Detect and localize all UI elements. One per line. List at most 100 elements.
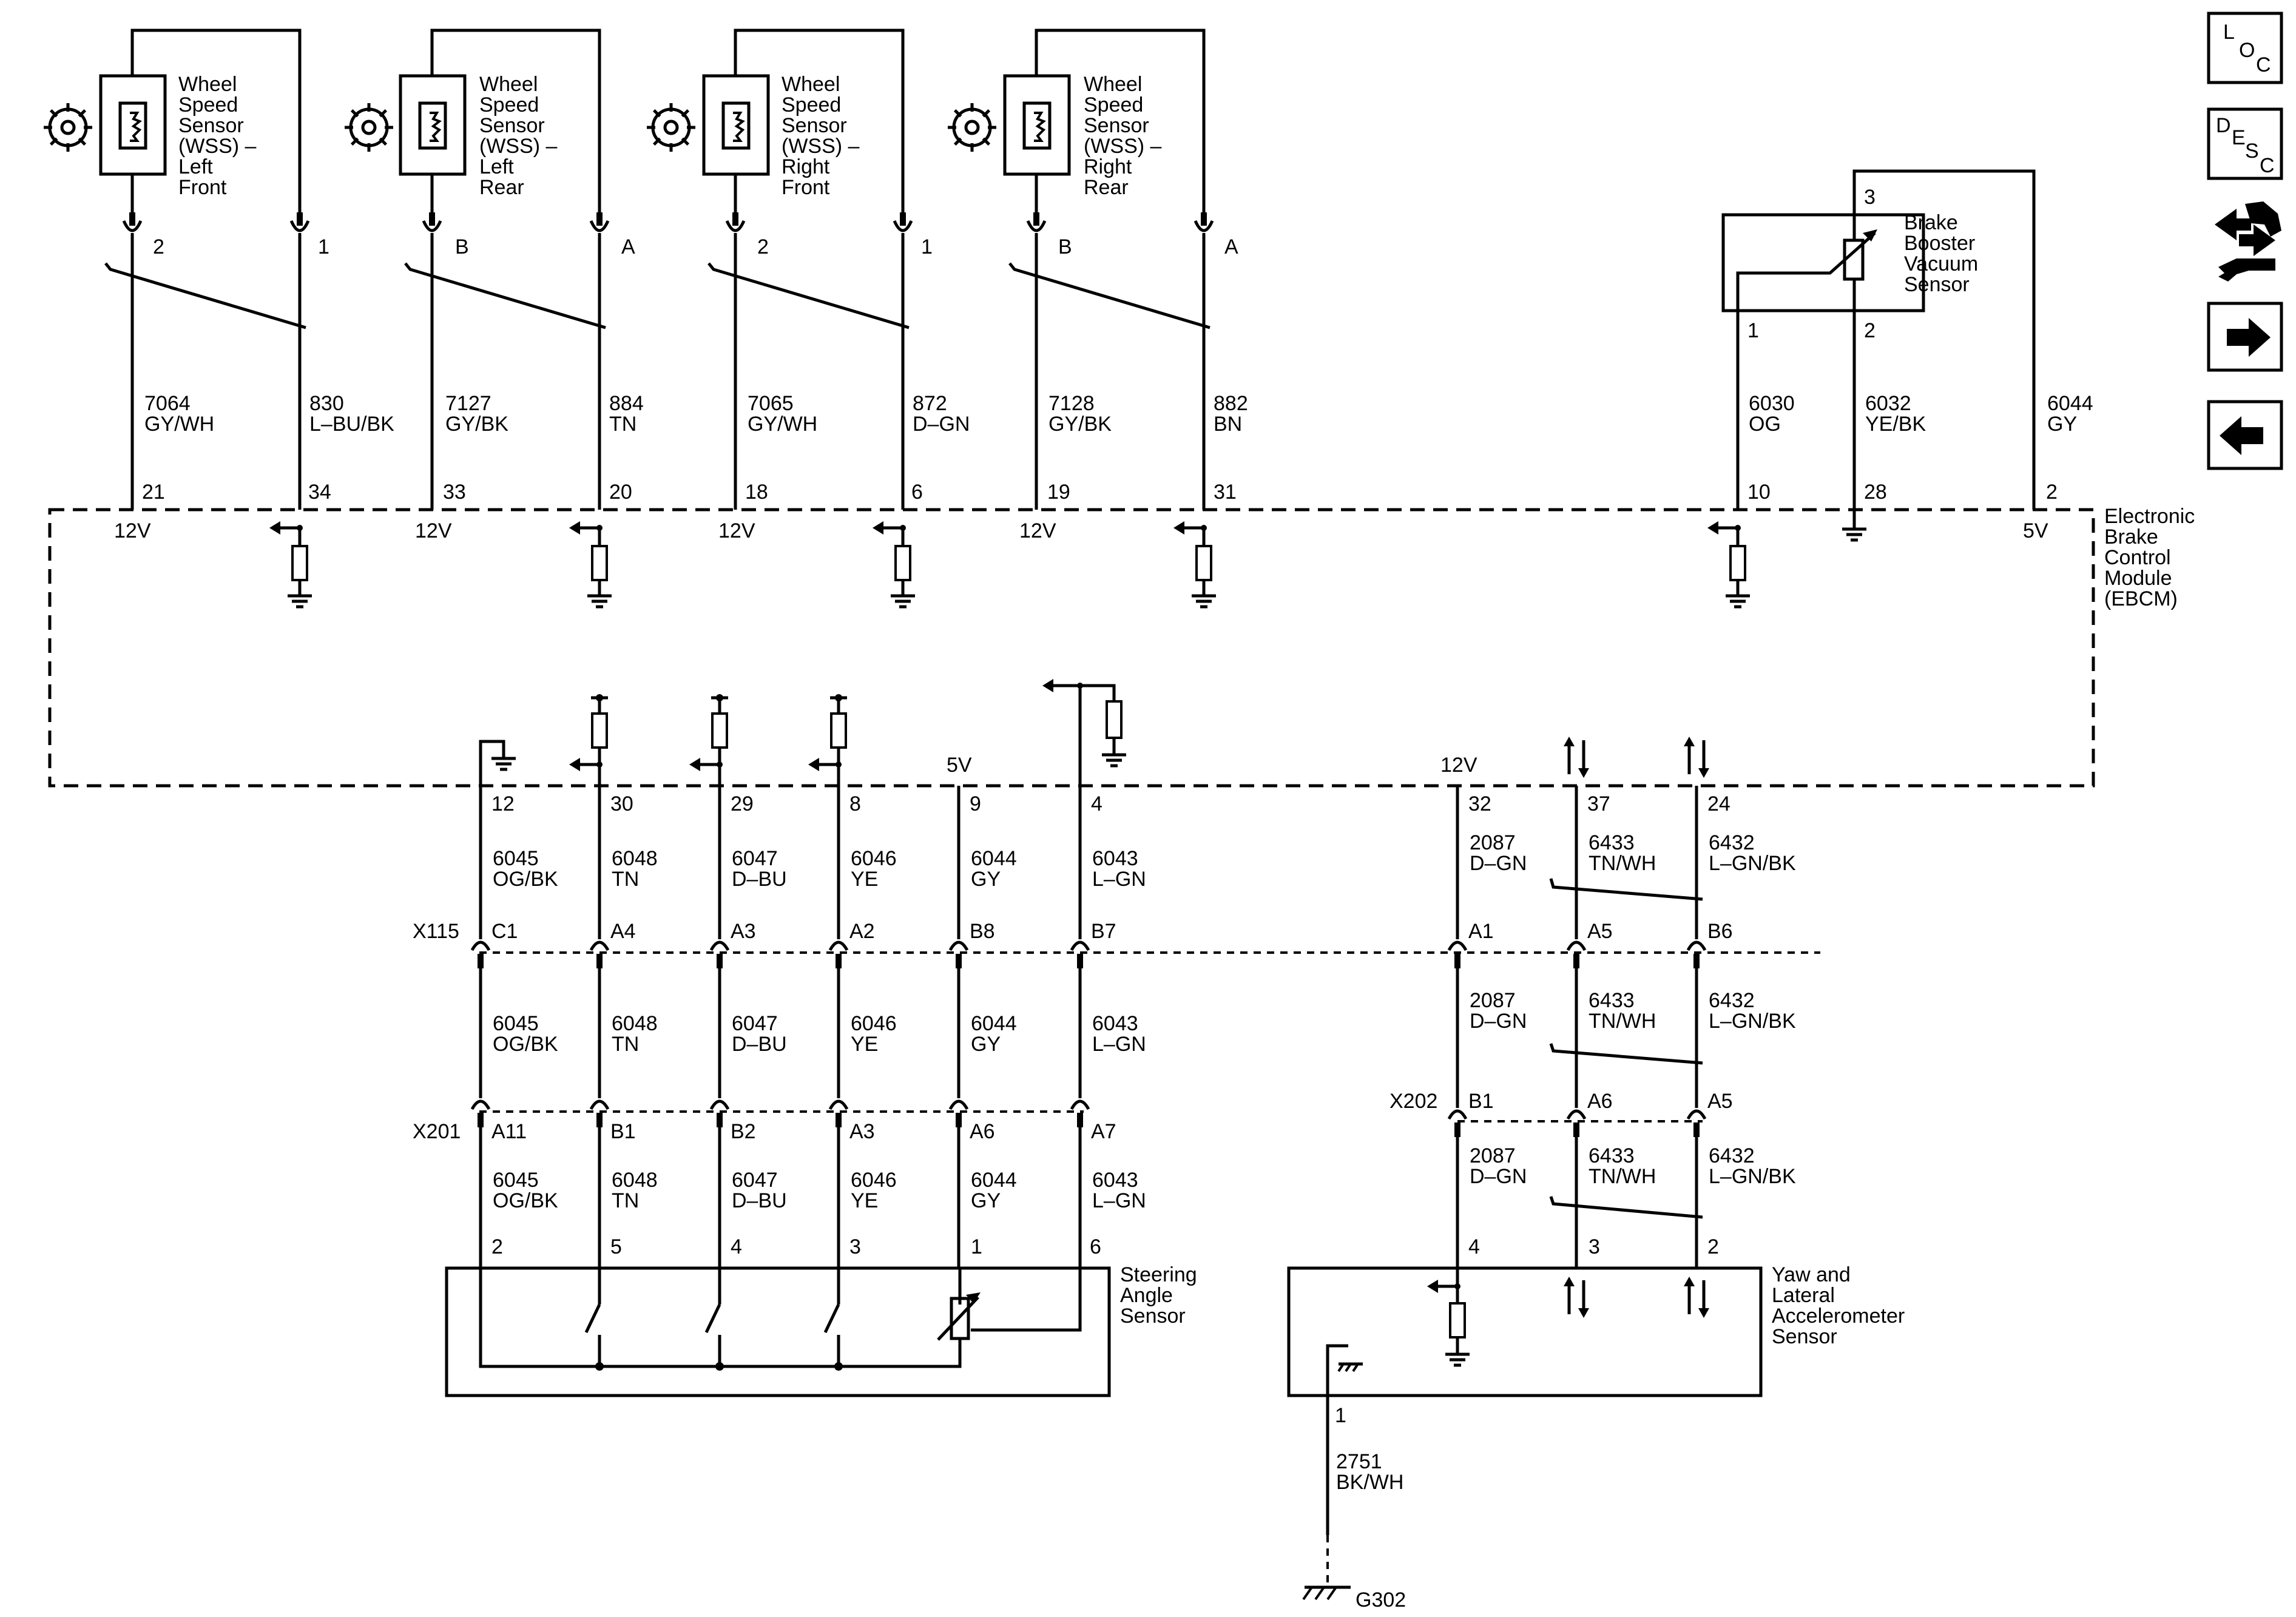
wss-circuit-number: 7128 [1048,392,1095,415]
wiper-arrow-icon [966,1292,981,1303]
inline-connector-pin [478,1113,484,1127]
wss-pickup-coil [721,101,751,150]
inline-connector-pin [596,1113,603,1127]
x201-pin-label: A6 [970,1120,995,1143]
wss-name-line: Front [178,176,227,199]
gear-icon [345,103,393,152]
terminal-cup [893,220,913,232]
steering-signal-internal [1078,684,1116,786]
resistor-icon [894,545,911,581]
x115-pin-label: B7 [1091,920,1116,943]
yaw-circuit-color: L–GN/BK [1709,1165,1796,1188]
x115-connector-label: X115 [413,920,459,943]
wss-name-line: (WSS) – [1084,135,1162,158]
wss-name-line: Speed [1084,93,1143,116]
twisted-pair-marker [1549,1196,1703,1219]
signal-arrow-icon [1707,521,1718,535]
wss-pin-label: 2 [153,235,164,258]
x202-pin-label: A6 [1587,1090,1613,1113]
wss-name-line: Wheel [782,73,840,96]
steering-circuit-number: 6046 [851,1012,897,1035]
steering-circuit-number: 6043 [1092,1012,1138,1035]
wss-name-line: Right [782,155,830,178]
wss-name-line: Right [1084,155,1132,178]
booster-circuit-color: GY [2047,413,2077,436]
x202-connector-label: X202 [1389,1090,1437,1113]
inline-connector-pin [1693,954,1700,968]
next-page-frame[interactable] [2207,302,2283,372]
inline-connector-socket [1070,940,1090,951]
yaw-circuit-color: L–GN/BK [1709,1010,1796,1033]
splice-dot [834,1362,843,1371]
wss-right-rear: Wheel Speed Sensor (WSS) – Right Rear B … [1003,29,1248,542]
resistor-icon [591,712,608,749]
steering-pin-label: 1 [971,1235,982,1258]
ebcm-pin-label: 31 [1214,481,1237,504]
splice-dot [595,1362,604,1371]
yaw-circuit-color: D–GN [1470,852,1527,875]
booster-circuit-number: 6030 [1749,392,1795,415]
wss-pin-label: A [621,235,635,258]
loc-button-frame[interactable] [2207,12,2283,84]
ground-circuit-number: 2751 [1336,1450,1382,1473]
previous-page-button[interactable] [2207,400,2283,470]
wss-name-line: (WSS) – [178,135,257,158]
ebcm-label-line: Module [2104,567,2172,590]
steering-pin-label: 3 [849,1235,861,1258]
desc-button[interactable]: D E S C [2207,107,2283,180]
steering-circuit-number: 6044 [971,1169,1017,1192]
terminal-cup [289,220,310,232]
steering-pin-label: 4 [731,1235,742,1258]
inline-connector-pin [1573,954,1579,968]
inline-connector-socket [828,940,849,951]
loc-letter: C [2256,53,2271,76]
wss-pin-label: B [455,235,469,258]
switch-contact-icon [704,1303,721,1334]
inline-connector-socket [828,1099,849,1110]
desc-button-frame[interactable] [2207,107,2283,180]
wss-name-line: Sensor [1084,114,1149,137]
signal-arrow-icon [808,758,819,771]
yaw-pin-label: 3 [1589,1235,1600,1258]
steering-circuit-number: 6044 [971,1012,1017,1035]
terminal-pin [429,212,435,226]
inline-connector-pin [1693,1122,1700,1137]
next-page-button[interactable] [2207,302,2283,372]
wss-sensor-housing [702,74,770,176]
gear-icon [647,103,695,152]
splice-dot [836,761,842,768]
x115-pin-label: C1 [491,920,518,943]
wss-pin-label: 1 [318,235,329,258]
ebcm-label-line: (EBCM) [2104,587,2178,610]
wss-name-line: Wheel [1084,73,1142,96]
yaw-pin-label: 4 [1468,1235,1480,1258]
yaw-circuit-color: TN/WH [1589,1010,1656,1033]
terminal-pin [1201,212,1207,226]
diagnostic-tools-button[interactable] [2215,201,2281,282]
steering-circuit-number: 6044 [971,847,1017,870]
loc-button[interactable]: L O C [2207,12,2283,84]
yaw-circuit-number: 2087 [1470,831,1516,854]
bidirectional-arrow-icon [1564,1277,1575,1286]
steering-circuit-number: 6047 [732,1012,778,1035]
ground-g302-icon [1302,1586,1337,1601]
wss-circuit-number: 7064 [144,392,191,415]
wss-name-line: Rear [1084,176,1129,199]
wss-circuit-number: 7127 [445,392,491,415]
x201-pin-label: B1 [610,1120,636,1143]
x201-pin-label: A11 [491,1120,527,1143]
x201-pin-label: A7 [1091,1120,1116,1143]
resistor-icon [711,712,728,749]
steering-circuit-color: D–BU [732,1033,787,1056]
terminal-cup [1194,220,1214,232]
wss-circuit-color: TN [609,413,636,436]
steering-wiper [937,1296,979,1341]
connector-wrench-icon [2215,201,2281,282]
loc-letter: O [2239,39,2255,62]
signal-arrow-icon [1427,1280,1438,1293]
terminal-cup [725,220,746,232]
previous-page-frame[interactable] [2207,400,2283,470]
steering-circuit-number: 6046 [851,1169,897,1192]
signal-arrow-icon [689,758,700,771]
